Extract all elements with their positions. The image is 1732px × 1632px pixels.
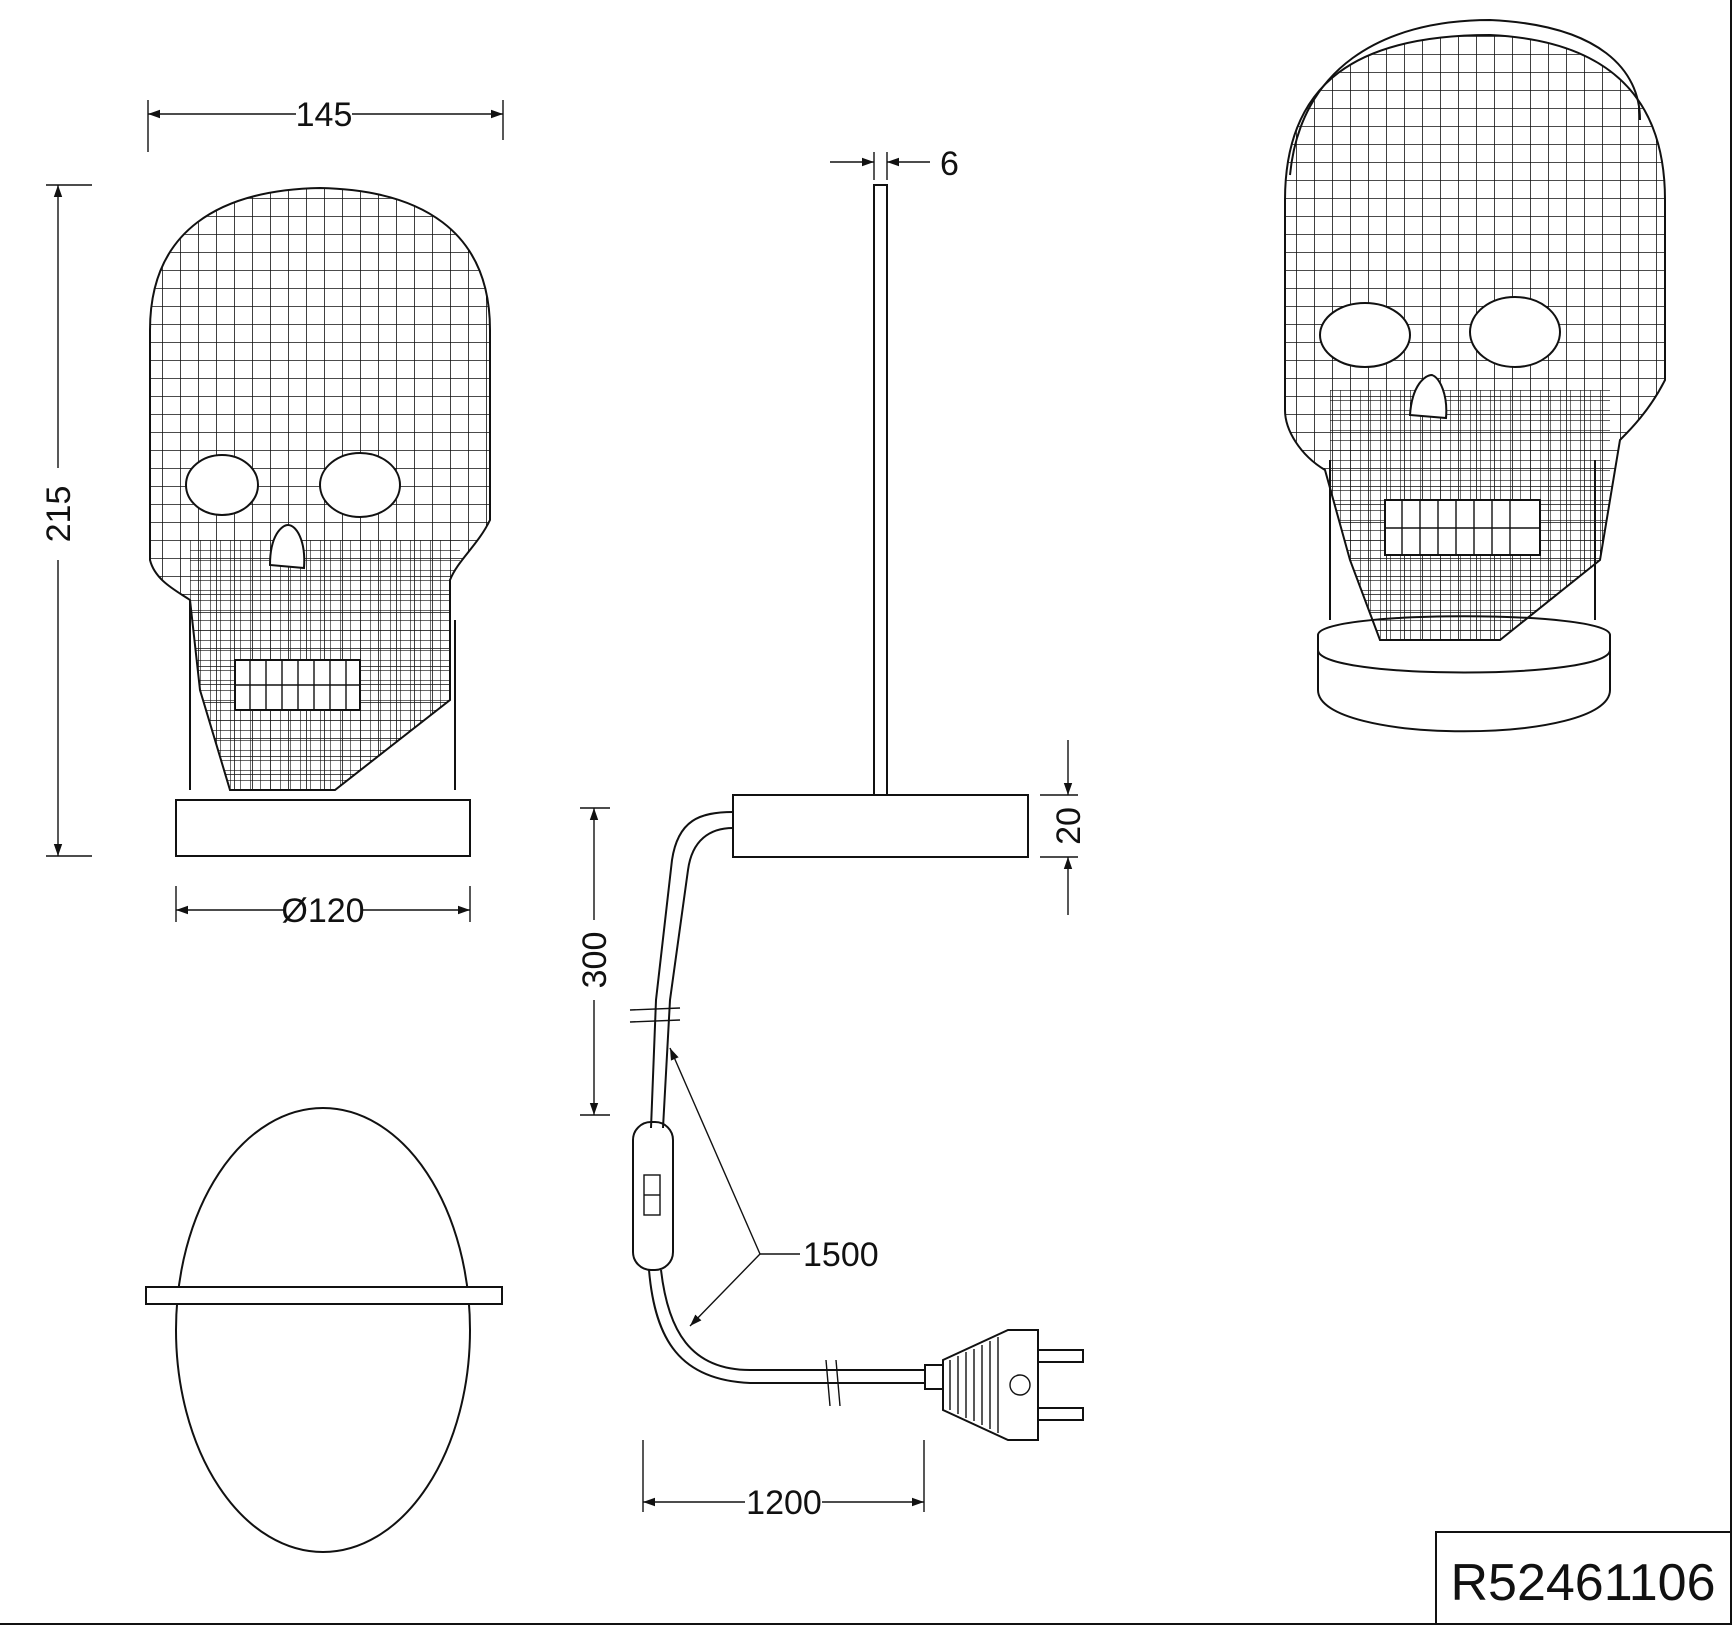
dim-width: 145 [147, 96, 504, 152]
dim-cable-total-label: 1500 [803, 1236, 879, 1274]
dim-base-height-label: 20 [1050, 807, 1088, 845]
front-base [175, 799, 471, 857]
dim-base-diameter-label: Ø120 [281, 892, 364, 930]
top-view [145, 1107, 503, 1553]
dim-base-diameter: Ø120 [175, 886, 471, 930]
dim-cable-to-switch: 300 [576, 807, 614, 1116]
side-rod [873, 184, 888, 796]
dim-plug-cable-label: 1200 [746, 1484, 822, 1522]
perspective-view [1284, 18, 1666, 733]
front-nose [268, 523, 306, 570]
front-left-eye [185, 454, 259, 516]
top-panel [145, 1286, 503, 1305]
dim-cable-to-switch-label: 300 [576, 932, 614, 989]
dim-rod-thickness: 6 [830, 145, 959, 183]
front-skull-outline [149, 186, 491, 791]
front-view: 145 215 Ø120 [40, 96, 504, 930]
dim-height: 215 [40, 184, 92, 857]
side-base [732, 794, 1029, 858]
dim-plug-cable: 1200 [642, 1440, 925, 1522]
top-base-circle [175, 1107, 471, 1553]
side-view: 6 20 [576, 145, 1088, 1522]
persp-left-eye [1319, 302, 1411, 368]
power-cable [650, 811, 734, 1129]
dim-height-label: 215 [40, 486, 78, 543]
front-panel-outline [189, 600, 456, 790]
dim-base-height: 20 [1040, 740, 1088, 915]
front-right-eye [319, 452, 401, 518]
euro-plug [924, 1329, 1084, 1441]
persp-nose [1408, 373, 1448, 420]
dim-width-label: 145 [296, 96, 353, 134]
dim-rod-thickness-label: 6 [940, 145, 959, 183]
title-block: R52461106 [1435, 1531, 1732, 1625]
article-code: R52461106 [1450, 1554, 1715, 1612]
inline-switch [632, 1121, 674, 1271]
dim-cable-total: 1500 [669, 1047, 879, 1327]
persp-skull-outline [1284, 33, 1666, 641]
persp-right-eye [1469, 296, 1561, 368]
